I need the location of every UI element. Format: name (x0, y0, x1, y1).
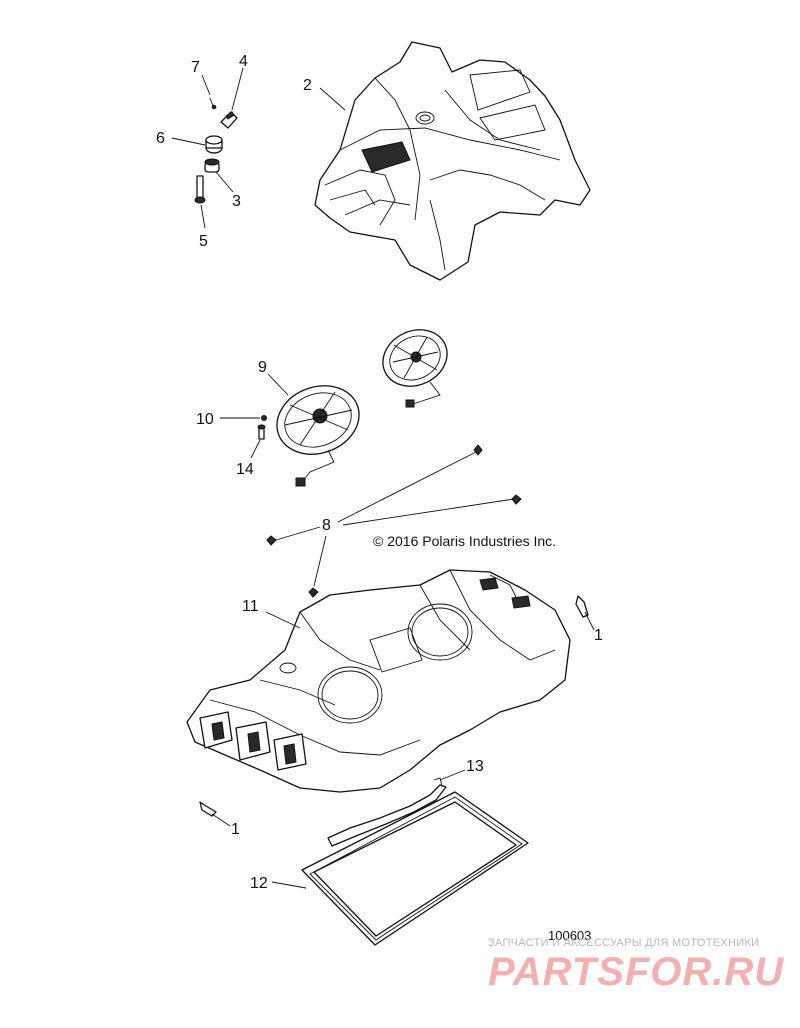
grommet-6 (205, 135, 223, 154)
leader-lines (171, 67, 595, 889)
upper-body-panel (314, 41, 591, 281)
callout-10: 10 (196, 411, 214, 428)
watermark-tagline: ЗАПЧАСТИ И АКСЕССУАРЫ ДЛЯ МОТОТЕХНИКИ (488, 937, 759, 949)
callout-4: 4 (239, 53, 248, 70)
screw-10 (261, 415, 267, 421)
callout-2: 2 (303, 77, 312, 94)
watermark: ЗАПЧАСТИ И АКСЕССУАРЫ ДЛЯ МОТОТЕХНИКИ PA… (488, 937, 784, 994)
callout-5: 5 (199, 233, 208, 250)
callout-11: 11 (242, 598, 259, 615)
bolt-5 (194, 175, 206, 204)
screw-7 (209, 97, 217, 110)
diagram-reference-number: 100603 (548, 928, 591, 943)
copyright-notice: © 2016 Polaris Industries Inc. (373, 533, 556, 549)
bushing-3 (204, 158, 220, 173)
callout-7: 7 (191, 59, 200, 76)
screw-8-set (266, 444, 522, 598)
radiator-fan-rear (382, 329, 448, 408)
callout-labels: 7 4 2 6 3 5 9 10 14 8 11 1 1 13 12 (156, 53, 603, 892)
callout-3: 3 (232, 193, 241, 210)
callout-14: 14 (236, 461, 254, 478)
watermark-brand: PARTSFOR.RU (488, 950, 784, 994)
lower-body-panel (186, 569, 571, 793)
seal-strip (327, 777, 447, 847)
callout-6: 6 (156, 130, 165, 147)
cap-4 (220, 111, 238, 129)
screw-1-set (199, 595, 589, 817)
screw-14 (257, 424, 266, 440)
gasket-frame (301, 791, 529, 946)
callout-9: 9 (258, 359, 267, 376)
callout-13: 13 (466, 758, 484, 775)
callout-1-left: 1 (231, 821, 240, 838)
callout-12: 12 (250, 875, 268, 892)
callout-8: 8 (322, 517, 331, 534)
radiator-fan-front (276, 385, 360, 487)
callout-1-right: 1 (594, 627, 603, 644)
